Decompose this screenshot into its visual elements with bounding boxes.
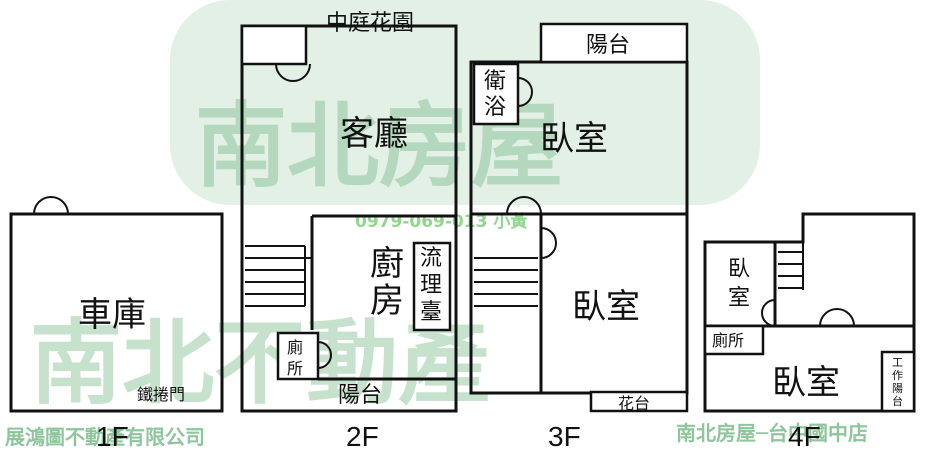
2f-outline	[240, 24, 458, 413]
garage-door-swing	[33, 196, 69, 215]
4f-small-bedroom-label-1: 臥	[728, 257, 750, 282]
4f-bedroom-label: 臥室	[772, 363, 840, 403]
2f-door-swing-top	[275, 63, 311, 82]
3f-door-swing-lower	[540, 227, 557, 259]
3f-door-swing-upper	[506, 196, 542, 215]
2f-stairs	[245, 245, 312, 307]
2f-toilet-label-1: 廁	[287, 338, 303, 357]
3f-balcony-label: 陽台	[586, 33, 630, 58]
watermark: 南北房屋 南北不動產 0979-069-013 小黃 展鴻圖不動產有限公司 南北…	[5, 0, 868, 449]
planter-box	[589, 390, 689, 413]
work-balcony-box	[880, 350, 916, 413]
bath-label-1: 衛	[484, 69, 506, 94]
work-balcony-label-3: 陽	[892, 382, 903, 395]
counter-label-3: 臺	[420, 300, 442, 325]
bath-box	[472, 62, 520, 126]
courtyard-box	[240, 24, 308, 66]
kitchen-label-line1: 廚	[370, 244, 404, 284]
4f-toilet-label: 廁所	[712, 331, 744, 350]
garage-label: 車庫	[78, 295, 146, 335]
planter-label: 花台	[618, 394, 650, 413]
courtyard-label: 中庭花園	[326, 11, 414, 36]
watermark-left-footer: 展鴻圖不動產有限公司	[5, 425, 205, 449]
2f-toilet-box	[276, 331, 320, 381]
floor-4f: 臥 室 廁所 臥室 工 作 陽 台 4F	[703, 212, 916, 452]
floor-label-3f: 3F	[548, 421, 581, 452]
3f-stairs	[474, 257, 538, 307]
work-balcony-label-1: 工	[892, 356, 903, 369]
4f-stairs	[778, 242, 804, 290]
counter-label-2: 理	[420, 273, 442, 298]
floor-2f: 中庭花園 客廳 廚 房 流 理 臺 廁 所 陽台 2F	[240, 11, 458, 452]
floor-3f: 陽台 衛 浴 臥室 臥室 花台 3F	[469, 22, 689, 452]
2f-toilet-label-2: 所	[287, 359, 303, 378]
4f-door-swing	[819, 308, 855, 327]
living-room-label: 客廳	[340, 114, 408, 154]
floor-1f: 車庫 鐵捲門 1F	[9, 196, 224, 452]
work-balcony-label-2: 作	[892, 369, 903, 382]
4f-small-bedroom-label-2: 室	[728, 286, 750, 311]
garage-outline	[9, 212, 224, 413]
3f-bedroom-top-label: 臥室	[540, 119, 608, 159]
floor-label-4f: 4F	[788, 421, 821, 452]
4f-small-bedroom-door	[761, 299, 776, 327]
rolling-door-label: 鐵捲門	[137, 385, 185, 404]
3f-bedroom-bottom-label: 臥室	[572, 287, 640, 327]
2f-toilet-door-swing	[317, 341, 332, 369]
floor-label-2f: 2F	[346, 421, 379, 452]
3f-balcony-box	[539, 22, 689, 64]
2f-balcony-label: 陽台	[338, 383, 382, 408]
floor-label-1f: 1F	[96, 421, 129, 452]
bath-label-2: 浴	[484, 95, 506, 120]
bath-door-swing	[517, 77, 533, 107]
work-balcony-label-4: 台	[892, 394, 903, 408]
counter-box	[412, 241, 452, 332]
4f-toilet-box	[703, 324, 765, 356]
counter-label-1: 流	[420, 246, 442, 271]
watermark-right-footer: 南北房屋─台中國中店	[676, 421, 868, 445]
kitchen-label-line2: 房	[370, 281, 404, 321]
